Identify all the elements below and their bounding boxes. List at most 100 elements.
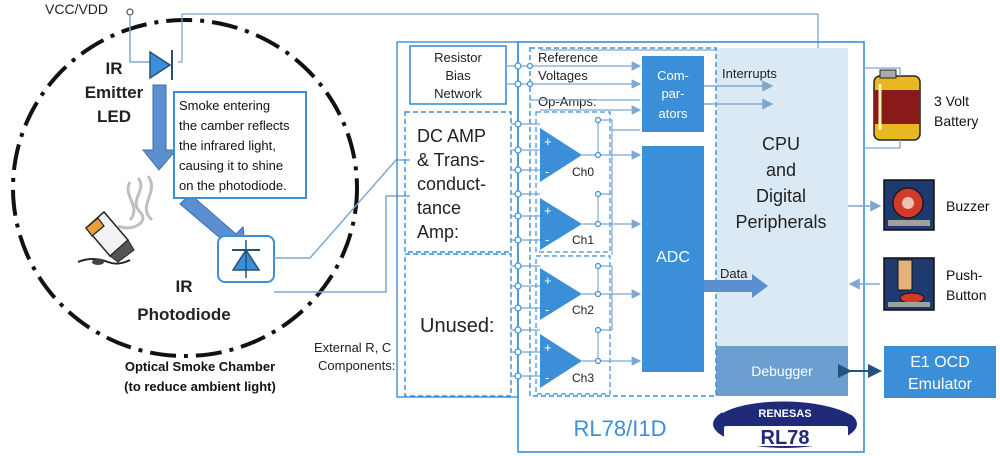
vcc-wire — [129, 15, 152, 63]
chip-name-label: RL78/I1D — [574, 416, 667, 441]
analog-frontend-dashed-box — [529, 47, 717, 397]
data-label: Data — [720, 266, 748, 281]
debugger-block — [716, 346, 848, 396]
emitter-label-2: Emitter — [85, 83, 144, 102]
smoke-note-line-1: Smoke entering — [179, 98, 270, 113]
svg-text:-: - — [545, 302, 549, 317]
dc-amp-label-1: DC AMP — [417, 126, 486, 146]
svg-text:+: + — [544, 340, 552, 355]
ch0-label: Ch0 — [572, 165, 594, 179]
unused-dashed-box — [404, 253, 512, 397]
battery-wire — [864, 140, 901, 149]
dc-amp-label-3: conduct- — [417, 174, 486, 194]
ch1-label: Ch1 — [572, 233, 594, 247]
smoke-chamber-outline — [11, 18, 359, 358]
external-rc-label-2: Components: — [318, 358, 395, 373]
ch3-label: Ch3 — [572, 371, 594, 385]
emitter-label-3: LED — [97, 107, 131, 126]
smoke-note-line-5: on the photodiode. — [179, 178, 287, 193]
external-rc-label-1: External R, C — [314, 340, 391, 355]
cigarette-icon — [77, 210, 135, 265]
dc-amp-label-4: tance — [417, 198, 461, 218]
adc-label: ADC — [656, 249, 690, 266]
resistor-bias-label-3: Network — [434, 86, 482, 101]
ir-led-symbol — [149, 50, 173, 80]
resistor-bias-label-1: Resistor — [434, 50, 482, 65]
smoke-note-line-4: causing it to shine — [179, 158, 283, 173]
battery-to-cpu-wire — [864, 67, 901, 76]
svg-text:+: + — [544, 273, 552, 288]
cpu-label-1: CPU — [762, 134, 800, 154]
opamp-output-nodes — [594, 116, 602, 365]
reference-label-1: Reference — [538, 50, 598, 65]
data-arrow — [704, 274, 768, 298]
opamp-ch1: + - Ch1 — [540, 198, 594, 250]
emulator-label-2: Emulator — [908, 376, 973, 393]
dc-amp-label-5: Amp: — [417, 222, 459, 242]
opamp-output-wires — [582, 119, 642, 366]
opamp-input-nodes — [514, 120, 522, 380]
smoke-note-line-3: the infrared light, — [179, 138, 276, 153]
comparators-label-3: ators — [659, 106, 688, 121]
pushbutton-label-1: Push- — [946, 267, 983, 283]
svg-text:-: - — [545, 164, 549, 179]
pushbutton-label-2: Button — [946, 287, 986, 303]
vcc-node — [126, 8, 134, 16]
cpu-label-4: Peripherals — [735, 212, 826, 232]
comparators-label-2: par- — [661, 86, 684, 101]
opamp-ch0: + - Ch0 — [540, 128, 594, 182]
chamber-caption-2: (to reduce ambient light) — [124, 379, 276, 394]
smoke-note-line-2: the camber reflects — [179, 118, 290, 133]
photodiode-label-1: IR — [176, 277, 193, 296]
renesas-rl78-logo: RENESAS RL78 — [713, 399, 857, 449]
buzzer-label: Buzzer — [946, 198, 990, 214]
svg-text:-: - — [545, 232, 549, 247]
resistor-bias-label-2: Bias — [445, 68, 471, 83]
smoke-wisps — [117, 175, 154, 230]
comparators-block — [642, 56, 704, 132]
chamber-caption-1: Optical Smoke Chamber — [125, 359, 275, 374]
photodiode-label-2: Photodiode — [137, 305, 230, 324]
smoke-note-box — [173, 91, 307, 199]
dc-amp-dashed-box — [404, 111, 512, 253]
reference-nodes — [514, 62, 534, 88]
debugger-label: Debugger — [751, 363, 813, 379]
emitter-label-1: IR — [106, 59, 123, 78]
svg-text:+: + — [544, 203, 552, 218]
battery-icon — [873, 69, 921, 141]
adc-block — [642, 146, 704, 372]
dc-amp-label-2: & Trans- — [417, 150, 485, 170]
photodiode-wire-bottom — [274, 195, 410, 293]
cpu-label-2: and — [766, 160, 796, 180]
comparators-label-1: Com- — [657, 68, 689, 83]
buzzer-icon — [883, 179, 935, 231]
op-amps-label: Op-Amps: — [538, 94, 597, 109]
ir-beam-arrow-down — [141, 84, 178, 171]
cpu-block — [716, 48, 848, 390]
battery-label-1: 3 Volt — [934, 93, 969, 109]
reference-label-2: Voltages — [538, 68, 588, 83]
emulator-box — [884, 346, 996, 398]
opamp-ch3: + - Ch3 — [540, 334, 594, 388]
photodiode-wire-top — [274, 159, 410, 259]
opamp-group-lower-box — [535, 255, 611, 395]
svg-text:+: + — [544, 134, 552, 149]
logo-brand: RENESAS — [758, 408, 811, 420]
svg-text:-: - — [545, 370, 549, 385]
emulator-label-1: E1 OCD — [910, 354, 970, 371]
interrupt-arrows — [704, 80, 774, 110]
logo-product: RL78 — [761, 427, 810, 449]
cpu-label-3: Digital — [756, 186, 806, 206]
resistor-bias-box — [409, 45, 507, 105]
photodiode-symbol — [231, 240, 261, 278]
vcc-label: VCC/VDD — [45, 1, 108, 17]
opamp-ch2: + - Ch2 — [540, 268, 594, 320]
opamp-group-upper-box — [535, 111, 611, 253]
unused-label: Unused: — [420, 315, 495, 337]
battery-label-2: Battery — [934, 113, 978, 129]
pushbutton-icon — [883, 257, 935, 311]
interrupts-label: Interrupts — [722, 66, 777, 81]
ch2-label: Ch2 — [572, 303, 594, 317]
